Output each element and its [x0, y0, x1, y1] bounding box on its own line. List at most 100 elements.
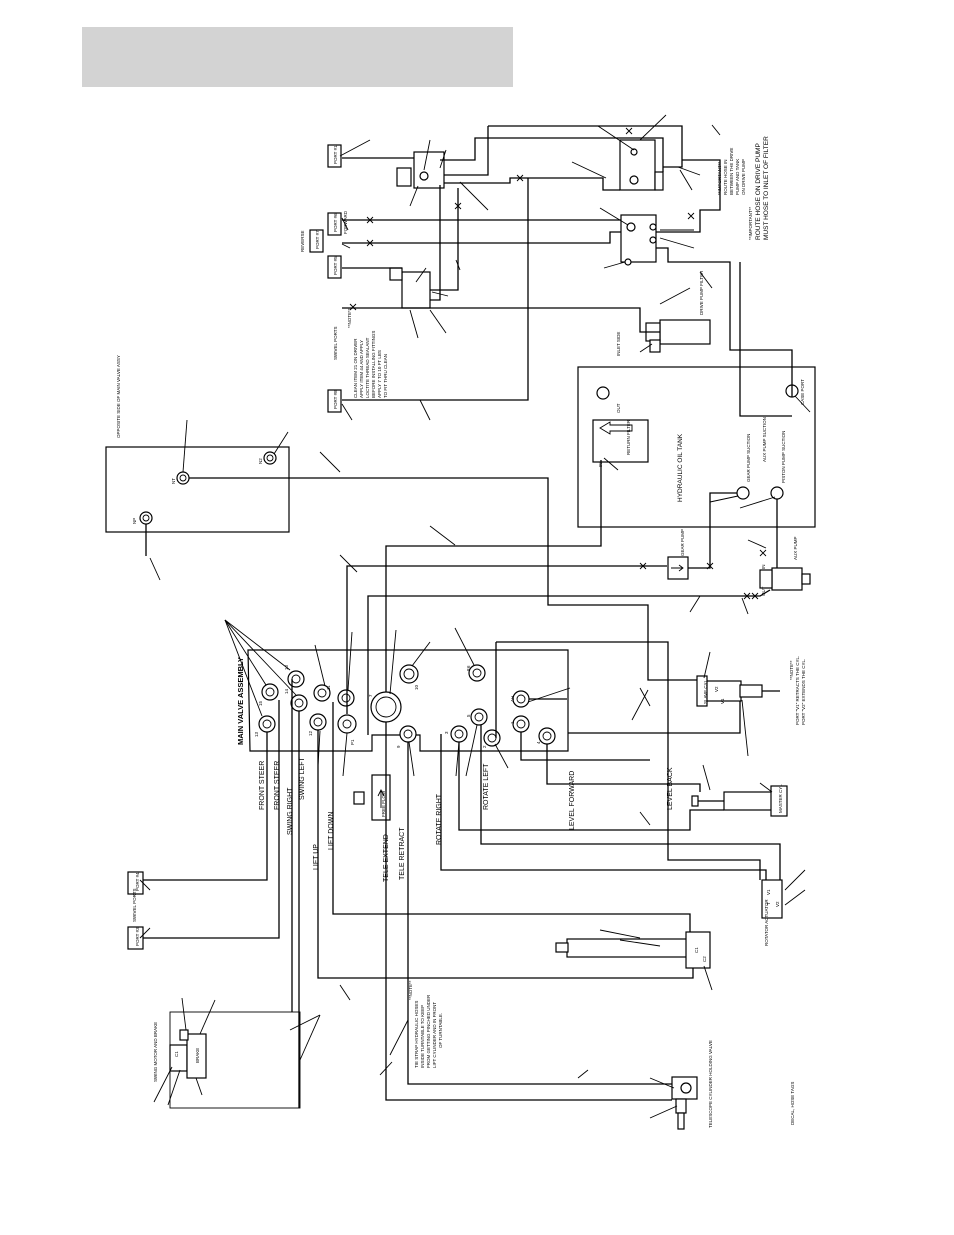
slave-note-3: PORT "V2" EXTENDS THE CYL.: [801, 659, 806, 725]
inlet-side-label: INLET SIDE: [616, 332, 621, 356]
circuit-label-swing-left: SWING LEFT: [299, 756, 306, 800]
port-np: [139, 511, 153, 525]
svg-text:PORT #4: PORT #4: [135, 872, 140, 891]
svg-text:V1: V1: [766, 889, 771, 895]
port-nt: [176, 471, 190, 485]
circuit-label-tele-retract: TELE RETRACT: [399, 827, 406, 880]
valve-port-label-14: 14: [284, 688, 289, 694]
svg-text:V1: V1: [720, 698, 725, 704]
svg-text:ON DRIVE PUMP: ON DRIVE PUMP: [741, 159, 746, 195]
slave-note-1: **NOTE**: [789, 660, 794, 680]
svg-text:PORT #1: PORT #1: [333, 145, 338, 164]
gear-pump-suction-label: GEAR PUMP SUCTION: [746, 434, 751, 482]
svg-text:V2: V2: [714, 686, 719, 692]
valve-port-label-1: 1: [510, 721, 515, 724]
valve-port-label-12: 12: [308, 730, 313, 736]
svg-text:TO FIT THRU CLEAN: TO FIT THRU CLEAN: [383, 354, 388, 398]
svg-text:APPLY 7 TO 10 FT LBS: APPLY 7 TO 10 FT LBS: [377, 350, 382, 398]
circuit-label-level-back: LEVEL BACK: [667, 767, 674, 810]
valve-port-label-10: 10: [414, 684, 419, 690]
forward-label: FORWARD: [343, 210, 348, 234]
valve-port-label-15: 15: [258, 700, 263, 706]
drive-pump-filter: [659, 319, 711, 345]
valve-port-label-5: 5: [466, 714, 471, 717]
swing-brake-label: BRAKE: [195, 1048, 200, 1063]
svg-text:ROUTE HOSE ON DRIVE PUMP: ROUTE HOSE ON DRIVE PUMP: [755, 143, 762, 240]
opposite-side-valve-box: [105, 446, 290, 533]
drive-pump-filter-label: DRIVE PUMP FILTER: [699, 270, 704, 315]
port-n2: [263, 451, 277, 465]
svg-text:C1: C1: [694, 947, 699, 953]
valve-port-label-9: 9: [396, 745, 401, 748]
svg-text:V2: V2: [775, 901, 780, 907]
aux-pump: [771, 567, 803, 591]
svg-text:PORT #7: PORT #7: [315, 230, 320, 249]
master-cylinder-label: MASTER CYL: [778, 784, 783, 813]
tank-out-label: OUT: [616, 403, 621, 413]
port-tag-upper-5: [327, 389, 342, 413]
svg-text:T: T: [766, 902, 771, 905]
master-cylinder: [723, 791, 773, 811]
svg-text:OF TURNTABLE.: OF TURNTABLE.: [438, 1013, 443, 1048]
circuit-label-front-steer-2: FRONT STEER: [274, 761, 281, 810]
valve-port-label-ah: AH: [510, 696, 515, 702]
svg-text:**IMPORTANT**: **IMPORTANT**: [748, 207, 753, 240]
rotator-actuator-label: ROTATOR ACTUATOR: [764, 899, 769, 946]
return-filter: [592, 419, 649, 463]
circuit-label-level-forward: LEVEL FORWARD: [569, 771, 576, 830]
case-port-label: CASE PORT: [800, 379, 805, 405]
lift-cylinder: [566, 938, 688, 958]
circuit-label-swing-right: SWING RIGHT: [287, 787, 294, 835]
drive-pump-note: **IMPORTANT** ROUTE HOSE IN BETWEEN THE …: [717, 148, 746, 195]
filter-note: **IMPORTANT** ROUTE HOSE ON DRIVE PUMP M…: [748, 136, 770, 240]
title-band: [82, 27, 513, 87]
main-valve-label: MAIN VALVE ASSEMBLY: [236, 657, 245, 745]
svg-text:PUMP AND TANK: PUMP AND TANK: [735, 159, 740, 195]
aux-pump-suction-label: AUX PUMP SUCTION: [762, 417, 767, 462]
hose-lines: [143, 125, 793, 1108]
svg-text:INSIDE TURNTABLE TO KEEP: INSIDE TURNTABLE TO KEEP: [420, 1005, 425, 1068]
svg-text:CLEAN ITEM 21 ON DRIVER: CLEAN ITEM 21 ON DRIVER: [353, 338, 358, 398]
swivel-ports-label-upper: SWIVEL PORTS: [333, 326, 338, 360]
svg-text:FROM GETTING PINCHED UNDER: FROM GETTING PINCHED UNDER: [426, 994, 431, 1068]
valve-port-label-p1: P1: [350, 739, 355, 745]
svg-text:OUT: OUT: [761, 586, 766, 596]
swivel-ports-label-lower: SWIVEL PORTS: [132, 888, 137, 922]
svg-text:TIE STRAP HYDRAULIC HOSES: TIE STRAP HYDRAULIC HOSES: [414, 1001, 419, 1068]
gear-pump-label: GEAR PUMP: [680, 529, 685, 556]
return-filter-label: RETURN FILTER: [626, 419, 631, 455]
aux-pump-suction-port: [770, 486, 784, 500]
svg-text:PORT #5: PORT #5: [333, 256, 338, 275]
circuit-label-lift-down: LIFT DOWN: [328, 812, 335, 850]
aux-pump-label: AUX PUMP: [793, 536, 798, 560]
valve-port-label-6: 6: [466, 665, 471, 668]
svg-text:**NOTE**: **NOTE**: [408, 980, 413, 1000]
circuit-label-rotate-left: ROTATE LEFT: [483, 763, 490, 810]
circuit-label-rotate-right: ROTATE RIGHT: [436, 793, 443, 845]
circuit-label-lift-up: LIFT UP: [313, 844, 320, 870]
svg-text:C2: C2: [702, 956, 707, 962]
swing-brake: [186, 1033, 207, 1079]
opposite-side-label: OPPOSITE SIDE OF MAIN VALVE ASSY: [116, 355, 121, 438]
svg-text:BEFORE INSTALLING FITTINGS: BEFORE INSTALLING FITTINGS: [371, 331, 376, 398]
reverse-label: REVERSE: [300, 230, 305, 252]
rotator-actuator: [761, 879, 783, 919]
telescope-valve-label: TELESCOPE CYLINDER HOLDING VALVE: [708, 1040, 713, 1128]
free-flow-label: FREE FLOW: [381, 790, 386, 817]
svg-text:BETWEEN THE DRIVE: BETWEEN THE DRIVE: [729, 148, 734, 195]
valve-port-label-13a: 13: [254, 731, 259, 737]
svg-text:ROUTE HOSE IN: ROUTE HOSE IN: [723, 159, 728, 195]
swing-motor-label: SWING MOTOR AND BRAKE: [153, 1022, 158, 1082]
svg-text:LOCTITE THREAD SEALANT: LOCTITE THREAD SEALANT: [365, 337, 370, 398]
port-nt-label: NT: [171, 478, 176, 484]
hose-tag-marks: [349, 127, 767, 600]
clean-note: **NOTE** CLEAN ITEM 21 ON DRIVER APPLY I…: [347, 308, 388, 398]
strap-note: **NOTE** TIE STRAP HYDRAULIC HOSES INSID…: [408, 980, 443, 1068]
svg-text:PORT #8: PORT #8: [333, 390, 338, 409]
port-np-label: NP: [132, 518, 137, 524]
gear-pump-suction-port: [736, 486, 750, 500]
valve-port-label-3: 3: [444, 731, 449, 734]
port-tag-upper-2: [327, 212, 342, 236]
leader-lines: [139, 114, 811, 1119]
